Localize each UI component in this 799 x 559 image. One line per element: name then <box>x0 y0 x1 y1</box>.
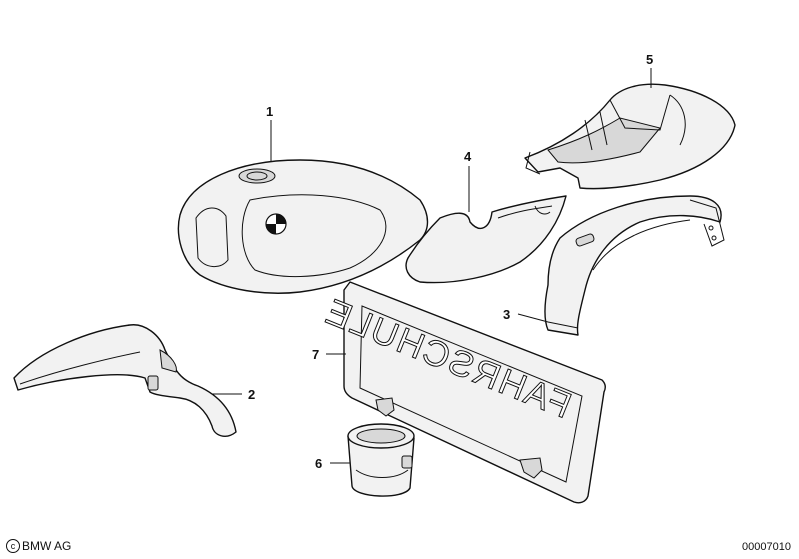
callout-7: 7 <box>312 347 346 362</box>
svg-text:2: 2 <box>248 387 255 402</box>
svg-text:4: 4 <box>464 149 472 164</box>
copyright-icon: c <box>6 539 20 553</box>
callout-6: 6 <box>315 456 350 471</box>
part-front-fender[interactable] <box>13 324 237 437</box>
callout-3: 3 <box>503 307 549 323</box>
diagram-number: 00007010 <box>742 541 791 553</box>
brand-label: BMW AG <box>22 539 72 553</box>
svg-text:1: 1 <box>266 104 273 119</box>
copyright-notice: c BMW AG <box>6 539 71 553</box>
svg-text:6: 6 <box>315 456 322 471</box>
callout-1: 1 <box>266 104 273 162</box>
part-seat-tail[interactable] <box>524 83 736 190</box>
svg-text:5: 5 <box>646 52 653 67</box>
part-rear-fender[interactable] <box>544 195 725 336</box>
callout-4: 4 <box>464 149 472 212</box>
svg-text:3: 3 <box>503 307 510 322</box>
svg-text:7: 7 <box>312 347 319 362</box>
callout-5: 5 <box>646 52 653 88</box>
part-grommet[interactable] <box>347 423 415 497</box>
part-fuel-tank[interactable] <box>177 159 429 294</box>
callout-2: 2 <box>212 387 255 402</box>
bmw-roundel-icon <box>265 213 287 235</box>
part-side-cover[interactable] <box>405 195 567 284</box>
